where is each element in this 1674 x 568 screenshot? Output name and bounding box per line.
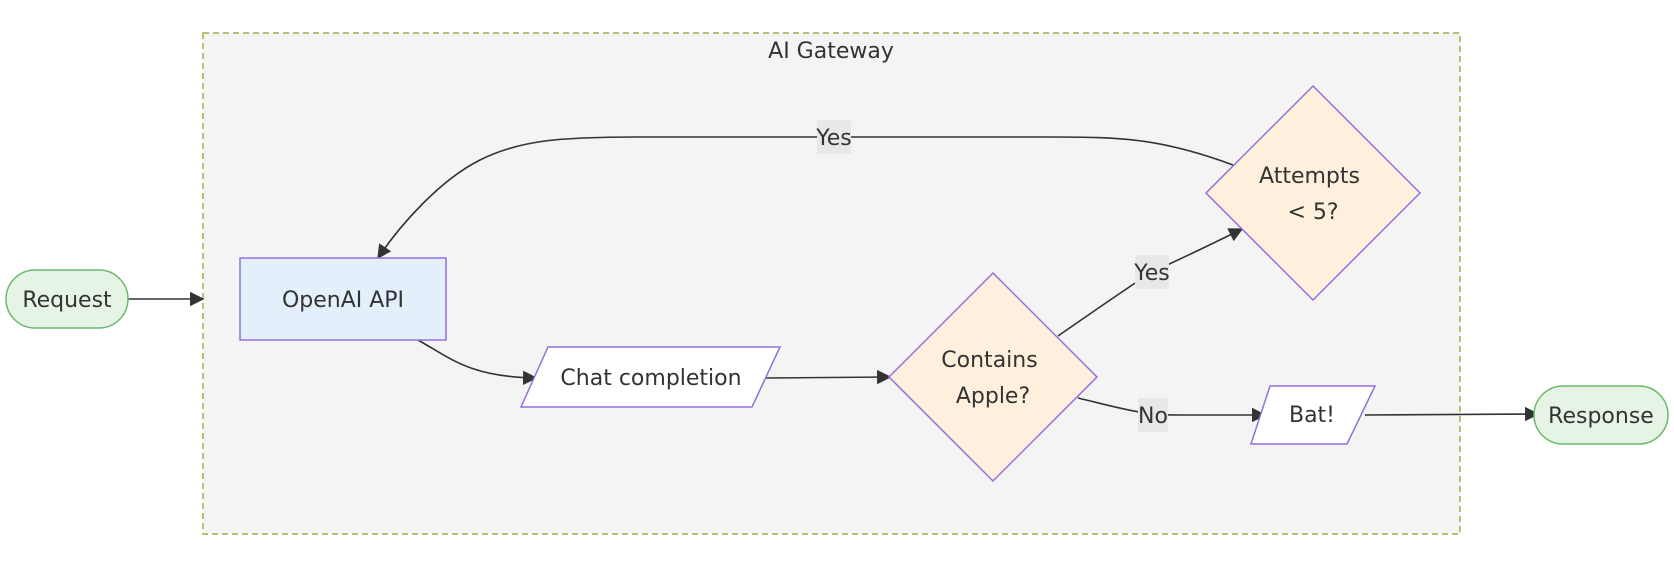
edge-label-text: Yes [815, 126, 852, 151]
node-openai-api[interactable]: OpenAI API [239, 257, 447, 341]
node-chat-completion-shape [519, 346, 782, 408]
edge-chat-completion-to-contains-apple [765, 369, 892, 385]
node-contains-apple[interactable]: Contains Apple? [887, 271, 1099, 483]
node-openai-api-label: OpenAI API [282, 288, 404, 313]
node-bat-shape [1249, 385, 1377, 445]
node-request-label: Request [22, 288, 112, 313]
edge-label-attempts-yes: Yes [815, 120, 852, 154]
edge-label-apple-yes: Yes [1133, 255, 1170, 289]
edge-label-bg [817, 120, 851, 154]
node-chat-completion[interactable]: Chat completion [519, 346, 782, 408]
node-attempts[interactable]: Attempts < 5? [1204, 84, 1422, 302]
node-response[interactable]: Response [1533, 385, 1669, 445]
node-response-shape [1533, 385, 1669, 445]
edge-contains-apple-to-bat [1077, 397, 1267, 423]
node-attempts-label: Attempts < 5? [1259, 164, 1367, 225]
node-attempts-line-2: < 5? [1287, 200, 1338, 225]
edge-label-apple-no: No [1138, 398, 1168, 432]
edge-bat-to-response [1364, 406, 1540, 422]
node-response-label: Response [1548, 404, 1654, 429]
node-openai-api-shape [239, 257, 447, 341]
edge-label-text: Yes [1133, 261, 1170, 286]
node-bat[interactable]: Bat! [1249, 385, 1377, 445]
edge-api-to-chat-completion [417, 339, 538, 385]
node-attempts-shape [1204, 84, 1422, 302]
node-contains-apple-shape [887, 271, 1099, 483]
node-request[interactable]: Request [5, 269, 129, 329]
ai-gateway-title: AI Gateway [768, 39, 894, 64]
node-chat-completion-label: Chat completion [560, 366, 741, 391]
edge-attempts-to-api [377, 136, 1234, 260]
edge-label-bg [1135, 255, 1169, 289]
node-bat-label: Bat! [1289, 403, 1335, 428]
edge-label-text: No [1138, 404, 1168, 429]
edge-label-bg [1138, 398, 1168, 432]
node-attempts-line-1: Attempts [1259, 164, 1360, 189]
node-contains-apple-line-1: Contains [941, 348, 1037, 373]
node-request-shape [5, 269, 129, 329]
node-contains-apple-line-2: Apple? [956, 384, 1030, 409]
node-contains-apple-label: Contains Apple? [941, 348, 1044, 409]
